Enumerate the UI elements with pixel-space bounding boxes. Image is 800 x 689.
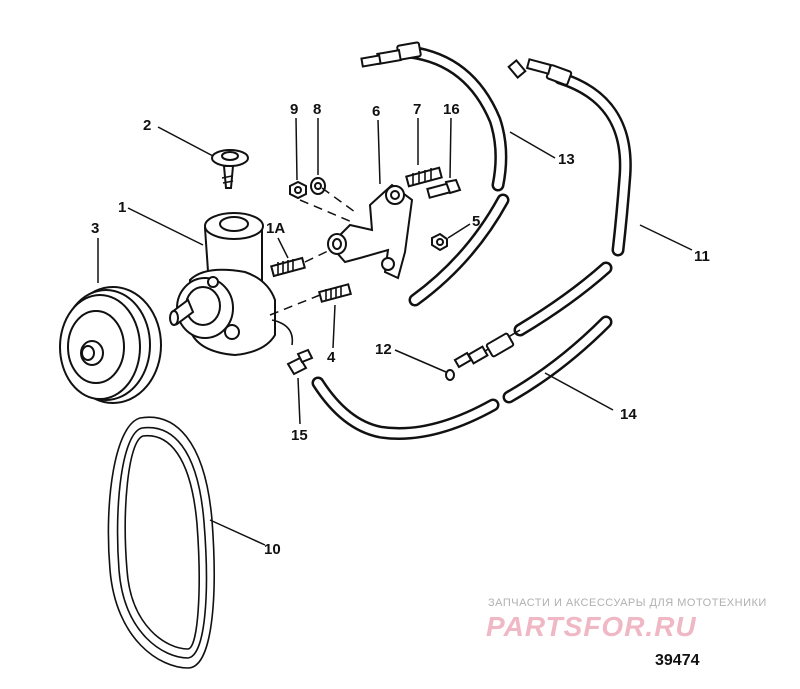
label-11: 11 [694, 248, 710, 265]
pump-body [169, 212, 294, 357]
label-3: 3 [91, 220, 99, 237]
stud-4 [317, 283, 353, 303]
watermark-caption: ЗАПЧАСТИ И АКСЕССУАРЫ ДЛЯ МОТОТЕХНИКИ [488, 597, 767, 609]
label-8: 8 [313, 101, 321, 118]
hose-13 [360, 41, 510, 307]
hose-11 [453, 58, 632, 369]
label-15: 15 [291, 427, 308, 444]
fitting-15 [286, 348, 314, 376]
label-16: 16 [443, 101, 460, 118]
label-4: 4 [327, 349, 336, 366]
label-1a: 1A [266, 220, 285, 237]
hose-14 [311, 315, 613, 440]
stud-1a [270, 256, 306, 278]
washer-8 [310, 177, 326, 195]
nut-5 [431, 232, 448, 252]
figure-number: 39474 [655, 652, 700, 669]
label-14: 14 [620, 406, 637, 423]
bolt-16 [426, 178, 462, 199]
leader-lines [97, 117, 693, 546]
label-10: 10 [264, 541, 281, 558]
label-5: 5 [472, 213, 480, 230]
stud-7 [405, 166, 443, 188]
callouts: 1 2 3 1A 4 5 6 7 8 9 10 11 12 13 14 15 1… [91, 101, 710, 558]
label-6: 6 [372, 103, 380, 120]
watermark-logo: PARTSFOR.RU [486, 611, 697, 642]
label-1: 1 [118, 199, 126, 216]
label-2: 2 [143, 117, 151, 134]
o-ring-12 [445, 369, 455, 381]
nut-9 [289, 180, 307, 200]
filler-cap [211, 149, 249, 189]
pulley [59, 286, 162, 404]
mounting-bracket [327, 183, 414, 280]
label-12: 12 [375, 341, 392, 358]
drive-belt [107, 416, 215, 669]
label-9: 9 [290, 101, 298, 118]
label-7: 7 [413, 101, 421, 118]
label-13: 13 [558, 151, 575, 168]
